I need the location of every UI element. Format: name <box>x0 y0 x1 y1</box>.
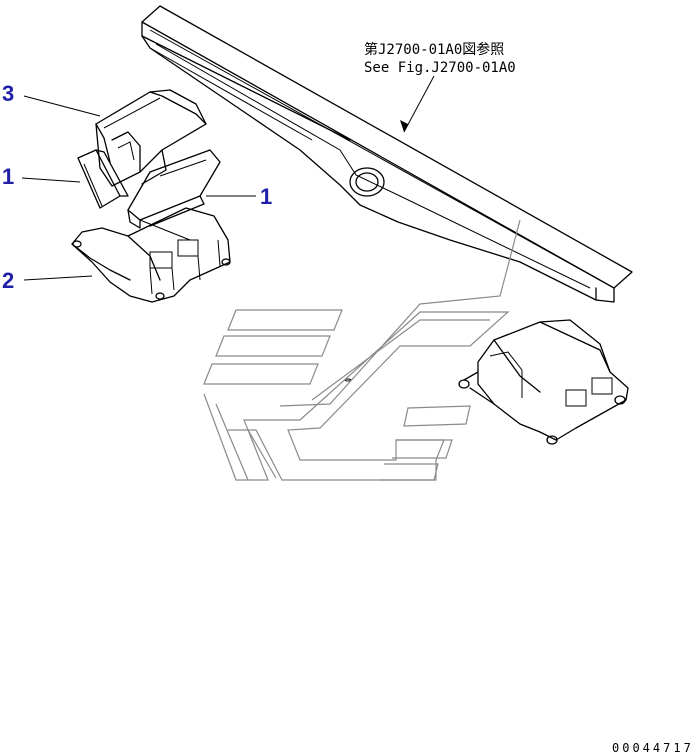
part-2-bracket <box>71 207 231 303</box>
part-3-cap <box>95 89 207 187</box>
leader-lines <box>21 75 435 281</box>
part-1-pad-left <box>77 149 129 209</box>
callout-2: 2 <box>2 268 14 293</box>
part-1-pad-right <box>127 149 221 229</box>
reference-arrowhead <box>400 120 408 132</box>
callout-1-left: 1 <box>2 164 14 189</box>
reference-text-en: See Fig.J2700-01A0 <box>364 60 516 76</box>
drawing-code: 00044717 <box>612 741 694 755</box>
maker-logo-outline <box>203 219 521 481</box>
callout-1-right: 1 <box>260 184 272 209</box>
reference-text-jp: 第J2700-01A0図参照 <box>364 41 504 58</box>
assembled-bracket-right <box>344 319 629 445</box>
callout-3: 3 <box>2 81 14 106</box>
equalizer-bar <box>141 5 633 303</box>
